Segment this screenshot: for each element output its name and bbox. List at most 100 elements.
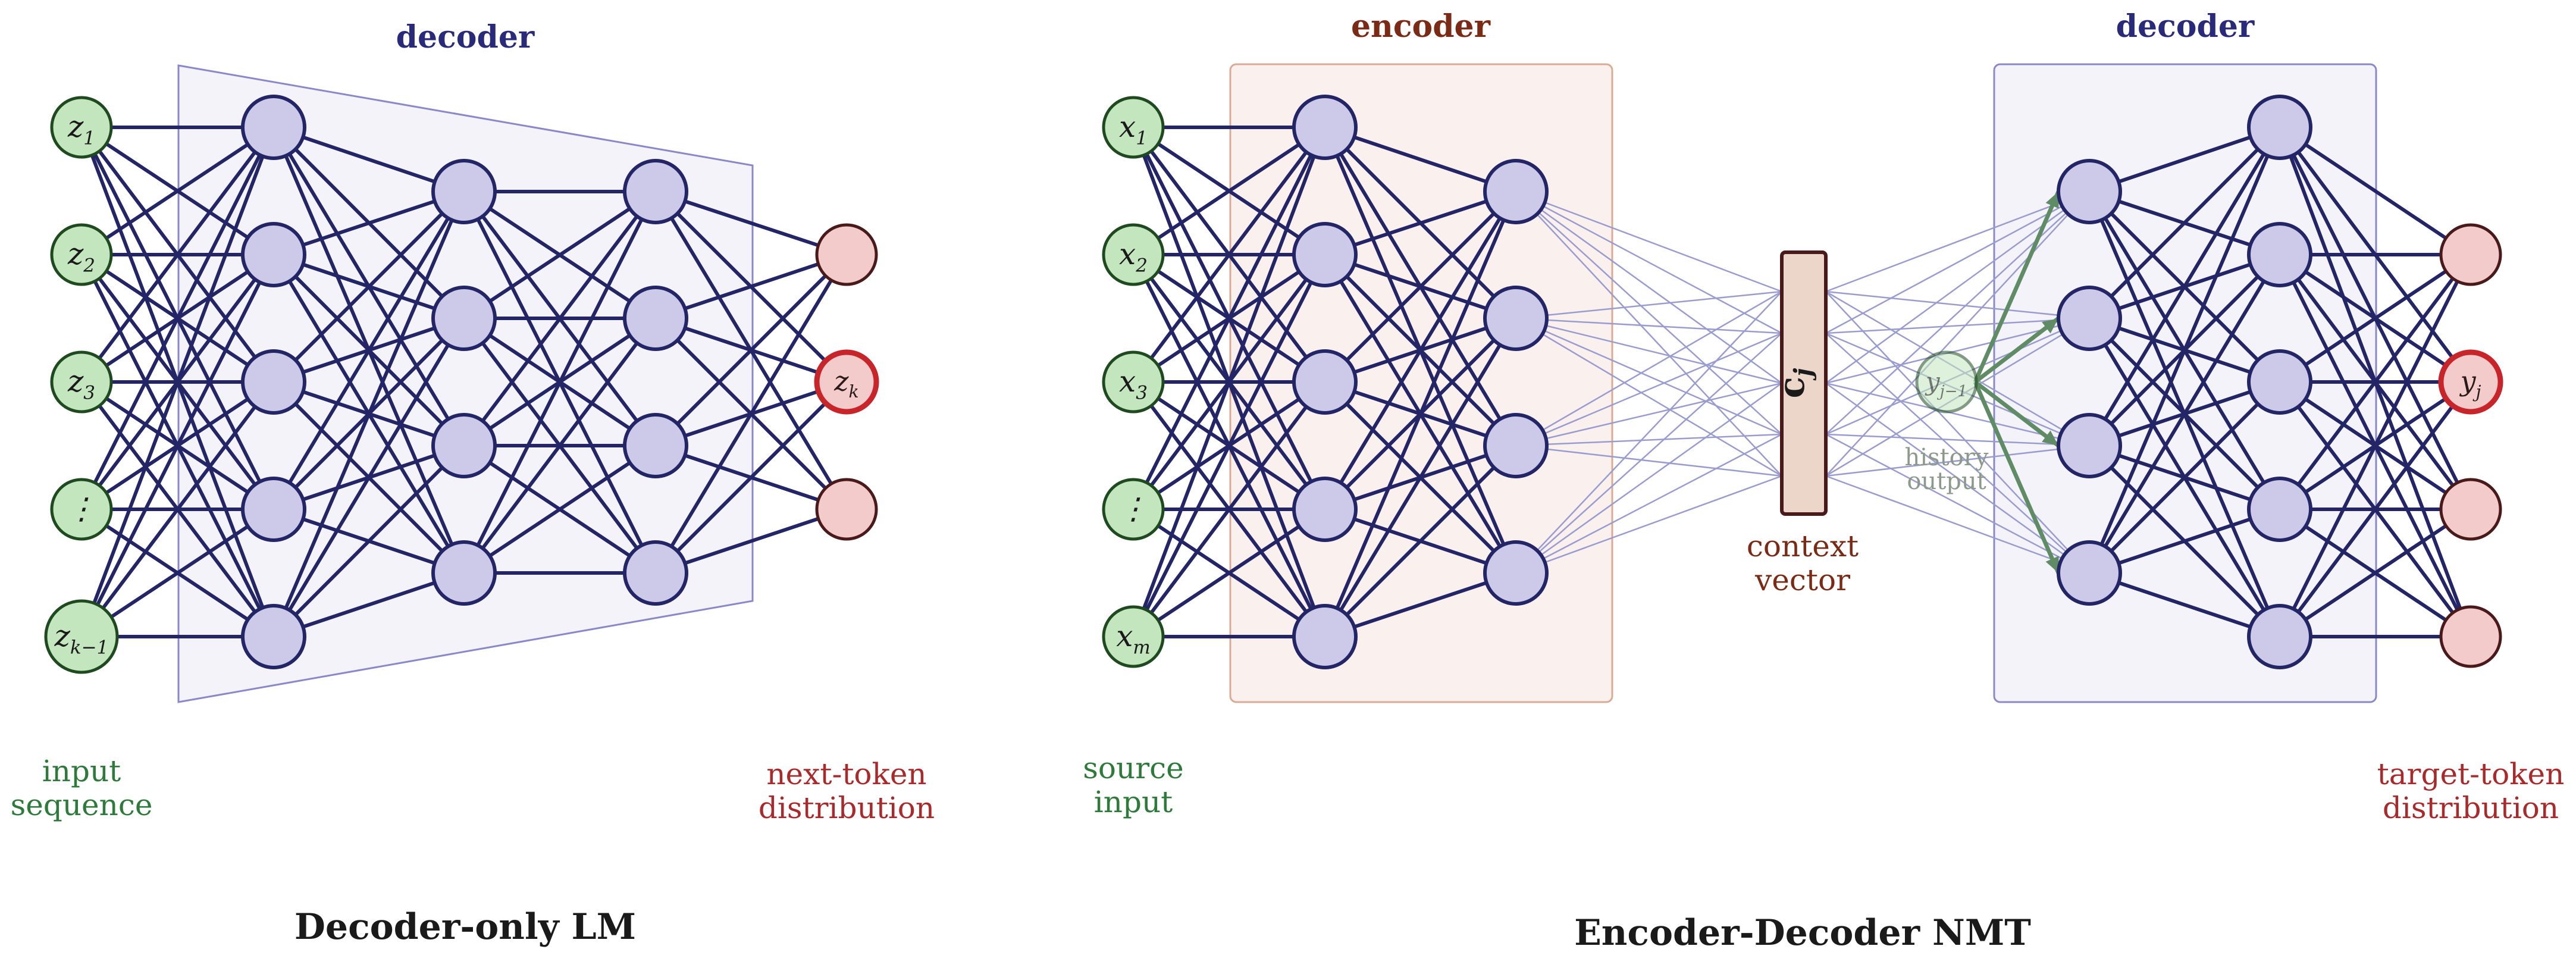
right-hidden-node bbox=[2057, 540, 2122, 606]
history-arrow bbox=[1973, 317, 2060, 384]
left-decoder-title: decoder bbox=[396, 19, 535, 55]
encoder-edge bbox=[1323, 444, 1518, 638]
context-edge bbox=[1515, 382, 1782, 447]
left-input-caption-line1: input bbox=[42, 754, 121, 788]
left-hidden-node bbox=[623, 540, 688, 606]
context-edge bbox=[1515, 290, 1782, 447]
decoder-edge bbox=[2089, 508, 2280, 575]
decoder-edge bbox=[2089, 126, 2280, 193]
right-hidden-node bbox=[1292, 604, 1358, 669]
decoder-edge bbox=[2278, 253, 2472, 638]
left-edge bbox=[654, 380, 848, 575]
right-output-caption-line1: target-token bbox=[2377, 757, 2565, 791]
context-edge bbox=[1515, 317, 1782, 334]
left-hidden-node bbox=[623, 413, 688, 478]
context-edge bbox=[1825, 433, 2090, 447]
encoder-edge bbox=[1323, 317, 1518, 638]
left-edge bbox=[462, 190, 657, 447]
right-input-label: xm bbox=[1116, 619, 1151, 659]
encoder-edge bbox=[1323, 190, 1518, 638]
history-caption-line1: history bbox=[1905, 444, 1989, 471]
context-edge bbox=[1515, 190, 1782, 334]
right-decoder-title: decoder bbox=[2116, 8, 2255, 45]
context-edge bbox=[1515, 333, 1782, 574]
history-caption-line2: output bbox=[1907, 468, 1986, 495]
context-edge bbox=[1515, 190, 1782, 293]
left-edge bbox=[272, 444, 466, 638]
left-hidden-node bbox=[623, 159, 688, 224]
left-edge bbox=[654, 253, 848, 447]
context-vector-box bbox=[1780, 250, 1828, 516]
right-hidden-node bbox=[2247, 95, 2312, 160]
right-output-caption-line2: distribution bbox=[2383, 791, 2559, 825]
left-edge bbox=[654, 253, 848, 574]
context-edge bbox=[1825, 433, 2090, 574]
left-hidden-node bbox=[241, 604, 306, 669]
decoder-edge bbox=[2278, 253, 2472, 510]
context-edge bbox=[1825, 190, 2090, 334]
context-caption-line1: context bbox=[1747, 529, 1859, 563]
context-edge bbox=[1825, 475, 2090, 574]
left-edge bbox=[655, 508, 847, 575]
right-output-node-highlight bbox=[2438, 349, 2503, 415]
left-edge bbox=[80, 126, 275, 383]
right-input-label: ⋮ bbox=[1118, 491, 1148, 526]
left-hidden-node bbox=[241, 222, 306, 287]
right-output-node bbox=[2439, 605, 2502, 668]
context-edge bbox=[1825, 291, 2090, 574]
left-edge bbox=[273, 126, 465, 193]
left-input-label: z1 bbox=[67, 109, 95, 149]
left-edge bbox=[462, 317, 657, 574]
left-edge bbox=[655, 253, 847, 320]
left-input-node bbox=[50, 223, 113, 286]
context-edge bbox=[1825, 444, 2090, 477]
left-edge bbox=[272, 190, 466, 638]
context-edge bbox=[1515, 291, 1782, 574]
left-edge bbox=[273, 571, 465, 638]
left-edge bbox=[273, 190, 465, 256]
left-figure-caption: Decoder-only LM bbox=[294, 906, 636, 948]
context-edge bbox=[1825, 190, 2090, 293]
left-input-node bbox=[44, 599, 119, 674]
left-output-label: zk bbox=[833, 365, 859, 402]
left-input-node bbox=[50, 96, 113, 159]
history-arrow bbox=[1973, 380, 2060, 447]
left-input-node bbox=[50, 478, 113, 541]
decoder-edge bbox=[2088, 380, 2282, 575]
history-arrow bbox=[1973, 190, 2061, 383]
left-hidden-node bbox=[431, 286, 497, 351]
left-output-node bbox=[815, 223, 878, 286]
left-edge bbox=[80, 126, 275, 638]
left-edge bbox=[655, 190, 847, 256]
encoder-edge bbox=[1132, 126, 1327, 383]
encoder-edge bbox=[1324, 190, 1516, 256]
right-hidden-node bbox=[1292, 222, 1358, 287]
context-edge bbox=[1825, 317, 2090, 334]
decoder-edge bbox=[2279, 126, 2472, 256]
left-edge bbox=[272, 190, 466, 384]
history-arrow bbox=[1973, 381, 2061, 574]
right-hidden-node bbox=[2057, 159, 2122, 224]
right-hidden-node bbox=[1483, 286, 1549, 351]
right-hidden-node bbox=[1292, 477, 1358, 542]
right-input-label: x3 bbox=[1119, 364, 1148, 404]
edges-layer bbox=[80, 126, 2472, 638]
right-input-node bbox=[1102, 350, 1165, 414]
left-edge bbox=[462, 190, 657, 574]
left-input-label: z2 bbox=[67, 237, 95, 277]
decoder-edge bbox=[2278, 381, 2472, 638]
left-hidden-node bbox=[431, 159, 497, 224]
history-arrow-head bbox=[2045, 192, 2059, 209]
history-arrow-head bbox=[2042, 430, 2058, 446]
encoder-edge bbox=[1324, 571, 1516, 638]
left-edge bbox=[272, 317, 466, 638]
context-edge bbox=[1515, 433, 1782, 574]
context-edge bbox=[1825, 333, 2090, 574]
context-edge bbox=[1515, 332, 1782, 447]
encoder-edge bbox=[1323, 190, 1518, 510]
right-hidden-node bbox=[1483, 159, 1549, 224]
left-edge bbox=[463, 190, 657, 320]
right-figure-caption: Encoder-Decoder NMT bbox=[1574, 912, 2031, 954]
encoder-edge bbox=[1132, 126, 1327, 510]
